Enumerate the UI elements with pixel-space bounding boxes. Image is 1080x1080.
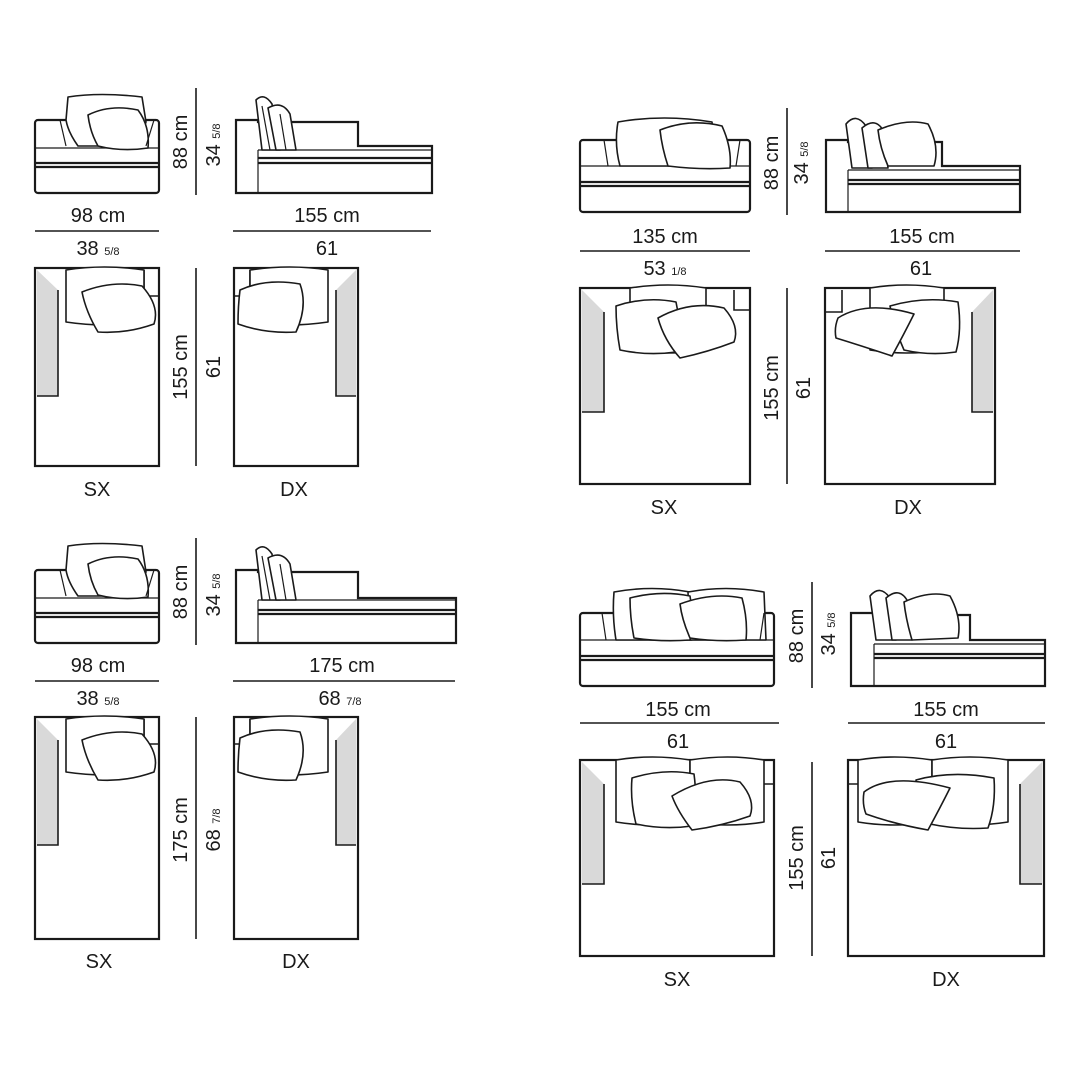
side-view-3 [234, 546, 458, 645]
height-label: 88 cm [170, 565, 192, 619]
side-length-label: 155 cm [786, 825, 808, 891]
plan-view-sx-1 [33, 266, 161, 468]
sx-label: SX [86, 951, 113, 973]
front-view-1 [33, 93, 161, 195]
front-width-label: 155 cm [645, 699, 711, 721]
dx-label: DX [932, 969, 960, 991]
module-group-3: 88 cm 34 5/8 98 cm 175 cm 38 5/8 68 7/8 … [33, 538, 458, 973]
side-length-in-label: 61 [818, 847, 840, 869]
height-label: 88 cm [761, 136, 783, 190]
top-length-in-label: 61 [935, 731, 957, 753]
top-length-label: 175 cm [309, 655, 375, 677]
plan-view-dx-2 [823, 284, 997, 486]
sx-label: SX [84, 479, 111, 501]
height-in-label: 34 5/8 [203, 573, 225, 616]
side-length-label: 175 cm [170, 797, 192, 863]
height-in-label: 34 5/8 [203, 123, 225, 166]
side-length-label: 155 cm [170, 334, 192, 400]
front-view-4 [578, 587, 776, 688]
front-width-label: 98 cm [71, 205, 125, 227]
side-view-4 [849, 589, 1047, 688]
height-label: 88 cm [170, 115, 192, 169]
plan-view-dx-1 [232, 266, 360, 468]
module-group-1: 88 cm 34 5/8 98 cm 155 cm 38 5/8 61 155 … [33, 88, 434, 501]
plan-view-dx-4 [846, 756, 1046, 958]
module-group-4: 88 cm 34 5/8 155 cm 155 cm 61 61 155 cm … [578, 582, 1047, 991]
front-width-in-label: 38 5/8 [76, 238, 119, 260]
sx-label: SX [664, 969, 691, 991]
top-length-label: 155 cm [913, 699, 979, 721]
front-view-3 [33, 542, 161, 645]
top-length-in-label: 61 [316, 238, 338, 260]
front-width-label: 135 cm [632, 226, 698, 248]
module-group-2: 88 cm 34 5/8 135 cm 155 cm 53 1/8 61 155… [578, 108, 1022, 519]
side-length-label: 155 cm [761, 355, 783, 421]
dx-label: DX [280, 479, 308, 501]
top-length-label: 155 cm [889, 226, 955, 248]
height-in-label: 34 5/8 [791, 141, 813, 184]
plan-view-sx-2 [578, 284, 752, 486]
height-in-label: 34 5/8 [818, 612, 840, 655]
front-width-in-label: 38 5/8 [76, 688, 119, 710]
front-width-in-label: 61 [667, 731, 689, 753]
side-length-in-label: 68 7/8 [203, 808, 225, 851]
side-length-in-label: 61 [793, 377, 815, 399]
side-length-in-label: 61 [203, 356, 225, 378]
front-width-in-label: 53 1/8 [643, 258, 686, 280]
height-label: 88 cm [786, 609, 808, 663]
plan-view-sx-4 [578, 756, 776, 958]
front-width-label: 98 cm [71, 655, 125, 677]
top-length-label: 155 cm [294, 205, 360, 227]
plan-view-sx-3 [33, 715, 161, 941]
dx-label: DX [894, 497, 922, 519]
front-view-2 [578, 117, 752, 214]
side-view-2 [824, 117, 1022, 214]
top-length-in-label: 68 7/8 [318, 688, 361, 710]
side-view-1 [234, 96, 434, 195]
sx-label: SX [651, 497, 678, 519]
plan-view-dx-3 [232, 715, 360, 941]
dx-label: DX [282, 951, 310, 973]
top-length-in-label: 61 [910, 258, 932, 280]
